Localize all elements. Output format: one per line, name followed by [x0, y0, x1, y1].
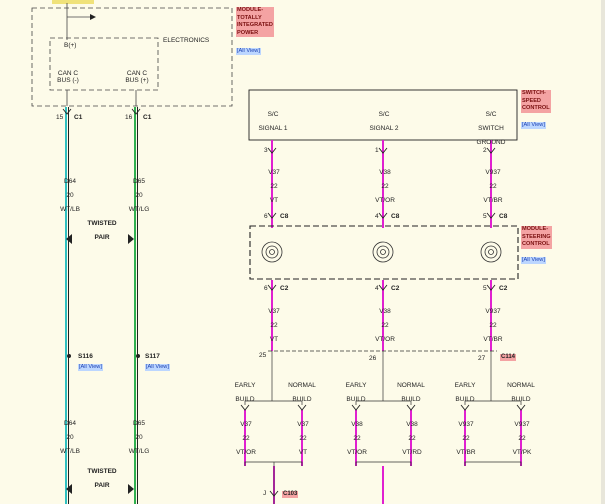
splice-pin: 27	[478, 355, 486, 362]
twisted-arrow-right-icon	[128, 234, 134, 244]
connector-name: C1	[143, 114, 152, 121]
connector-c103-link[interactable]: C103	[282, 491, 299, 498]
splice-pin: 25	[259, 352, 267, 359]
connector-pin: J	[263, 490, 267, 497]
connector-name: C2	[280, 285, 289, 292]
twisted-arrow-left-icon	[66, 484, 72, 494]
signal-wires	[244, 140, 522, 504]
connector-name: C2	[391, 285, 400, 292]
splice-pin: 26	[369, 355, 377, 362]
connector-pin: 4	[375, 285, 379, 292]
tipm-all-view-link[interactable]: [All View]	[236, 48, 261, 55]
can-wires	[65, 107, 138, 504]
connector-name: C8	[280, 213, 289, 220]
tipm-box	[31, 7, 233, 107]
scrollbar-track[interactable]	[601, 0, 605, 504]
connector-name: C1	[74, 114, 83, 121]
connector-pin: 6	[264, 285, 268, 292]
connector-pin: 2	[483, 147, 487, 154]
splice-dot-icon	[136, 354, 140, 358]
connector-name: C2	[499, 285, 508, 292]
pin-bplus: B(+)	[64, 42, 77, 49]
connector-pin: 5	[483, 213, 487, 220]
splice-name: S117	[145, 353, 160, 360]
twisted-arrow-right-icon	[128, 484, 134, 494]
switch-all-view-link[interactable]: [All View]	[521, 122, 546, 129]
connector-pin: 3	[264, 147, 268, 154]
steering-all-view-link[interactable]: [All View]	[521, 257, 546, 264]
twisted-arrow-left-icon	[66, 234, 72, 244]
connector-name: C8	[499, 213, 508, 220]
arrow-right-icon	[90, 14, 96, 20]
splice-name: S116	[78, 353, 93, 360]
electronics-label: ELECTRONICS	[163, 37, 210, 44]
connector-c114-link[interactable]: C114	[500, 354, 517, 361]
top-tab	[52, 0, 94, 4]
splice-dot-icon	[67, 354, 71, 358]
connector-pin: 4	[375, 213, 379, 220]
connector-pin: 5	[483, 285, 487, 292]
connector-pin: 6	[264, 213, 268, 220]
connector-name: C8	[391, 213, 400, 220]
splice-all-view-link[interactable]: [All View]	[145, 364, 170, 371]
connector-pin: 15	[56, 114, 64, 121]
steering-box	[249, 225, 519, 280]
splice-all-view-link[interactable]: [All View]	[78, 364, 103, 371]
connector-pin: 16	[125, 114, 133, 121]
connector-pin: 1	[375, 147, 379, 154]
clockspring-icons	[261, 241, 502, 263]
